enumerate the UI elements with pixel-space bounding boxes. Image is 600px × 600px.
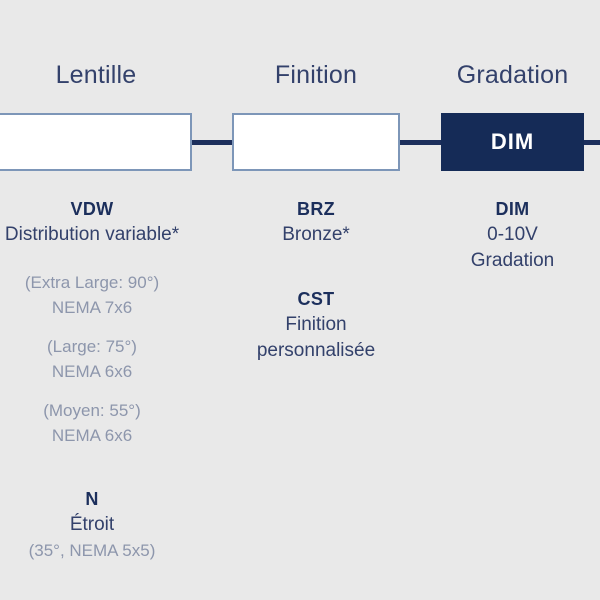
selection-box-dimming[interactable]: DIM bbox=[441, 113, 584, 171]
options-column-finish: BRZ Bronze* CST Finition personnalisée bbox=[232, 196, 400, 364]
option-subline: (Large: 75°) bbox=[47, 337, 137, 356]
option-name-cst: Finition personnalisée bbox=[256, 314, 376, 361]
option-name-vdw: Distribution variable* bbox=[4, 224, 180, 245]
option-group-vdw[interactable]: VDW Distribution variable* (Extra Large:… bbox=[0, 196, 192, 448]
option-name-dim-secondary: Gradation bbox=[470, 250, 555, 271]
option-code-cst: CST bbox=[297, 289, 335, 309]
option-subline: (35°, NEMA 5x5) bbox=[28, 541, 156, 560]
option-subline: (Extra Large: 90°) bbox=[24, 273, 160, 292]
spacer bbox=[232, 248, 400, 286]
options-column-dimming: DIM 0-10V Gradation bbox=[441, 196, 584, 274]
selection-box-lens[interactable] bbox=[0, 113, 192, 171]
selection-box-finish[interactable] bbox=[232, 113, 400, 171]
spacer bbox=[0, 320, 192, 334]
option-subline: NEMA 6x6 bbox=[51, 426, 133, 445]
option-subline: NEMA 7x6 bbox=[51, 298, 133, 317]
option-code-dim: DIM bbox=[495, 199, 530, 219]
option-code-brz: BRZ bbox=[297, 199, 335, 219]
spacer bbox=[0, 248, 192, 270]
option-group-n[interactable]: N Étroit (35°, NEMA 5x5) bbox=[0, 486, 192, 563]
option-group-brz[interactable]: BRZ Bronze* bbox=[232, 196, 400, 248]
column-header-finish: Finition bbox=[274, 61, 358, 89]
selection-box-dimming-label: DIM bbox=[490, 129, 535, 154]
option-code-vdw: VDW bbox=[70, 199, 114, 219]
option-group-dim[interactable]: DIM 0-10V Gradation bbox=[441, 196, 584, 274]
option-group-cst[interactable]: CST Finition personnalisée bbox=[232, 286, 400, 364]
option-name-dim: 0-10V bbox=[487, 224, 538, 245]
column-header-lens: Lentille bbox=[55, 61, 137, 89]
column-header-dimming: Gradation bbox=[456, 61, 569, 89]
option-subline: NEMA 6x6 bbox=[51, 362, 133, 381]
option-subline: (Moyen: 55°) bbox=[43, 401, 141, 420]
spacer bbox=[0, 448, 192, 486]
option-name-n: Étroit bbox=[69, 514, 115, 535]
option-code-n: N bbox=[85, 489, 99, 509]
option-name-brz: Bronze* bbox=[282, 224, 350, 245]
spacer bbox=[0, 384, 192, 398]
options-column-lens: VDW Distribution variable* (Extra Large:… bbox=[0, 196, 192, 563]
